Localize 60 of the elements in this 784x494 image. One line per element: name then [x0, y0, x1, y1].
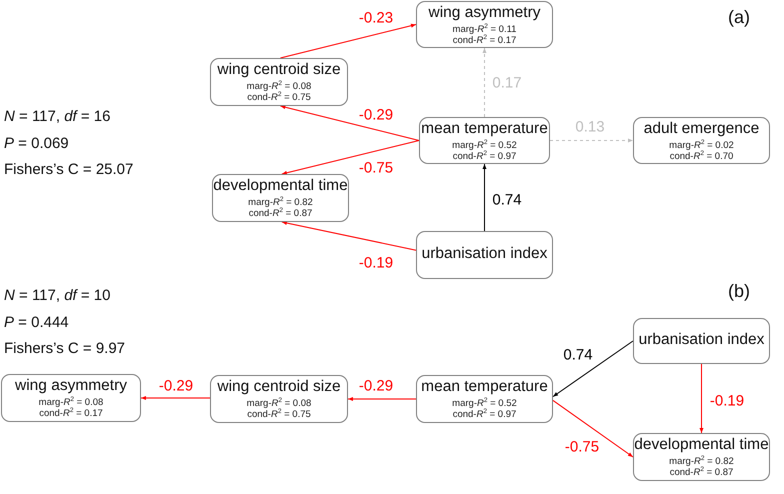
fit-statistic: Fishers’s C = 9.97 — [4, 339, 126, 358]
variable-box — [633, 318, 770, 364]
variable-box — [416, 375, 553, 423]
r-squared-value: cond-R$^{2}$ = 0.17 — [452, 34, 516, 46]
arrow — [552, 340, 634, 398]
variable-box — [416, 1, 553, 48]
variable-box — [633, 117, 770, 164]
panel-label: (a) — [728, 8, 750, 27]
arrow — [552, 400, 634, 458]
r-squared-value: marg-R$^{2}$ = 0.08 — [246, 398, 312, 409]
variable-box — [212, 174, 349, 222]
arrow — [140, 396, 210, 400]
r-squared-value: cond-R$^{2}$ = 0.75 — [247, 409, 311, 420]
variable-name: urbanisation index — [422, 245, 548, 263]
fit-statistic: P = 0.444 — [4, 313, 69, 332]
arrow — [280, 105, 420, 141]
fit-statistic: N = 117, df = 10 — [4, 286, 110, 305]
r-squared-value: marg-R$^{2}$ = 0.82 — [669, 456, 734, 467]
fit-statistic: Fishers’s C = 25.07 — [4, 160, 134, 179]
r-squared-value: cond-R$^{2}$ = 0.87 — [248, 208, 312, 219]
variable-name: developmental time — [634, 436, 769, 454]
arrow — [281, 221, 416, 251]
arrow — [280, 24, 416, 58]
r-squared-value: cond-R$^{2}$ = 0.70 — [670, 150, 734, 162]
r-squared-value: cond-R$^{2}$ = 0.75 — [247, 92, 311, 103]
variable-name: wing centroid size — [217, 378, 341, 396]
r-squared-value: marg-R$^{2}$ = 0.02 — [669, 140, 734, 150]
arrow — [482, 164, 486, 232]
r-squared-value: marg-R$^{2}$ = 0.08 — [246, 81, 312, 92]
variable-box — [419, 117, 550, 164]
arrow — [348, 397, 416, 401]
arrow — [482, 48, 486, 118]
r-squared-value: cond-R$^{2}$ = 0.17 — [39, 408, 103, 419]
variable-name: wing asymmetry — [428, 4, 540, 22]
arrow — [700, 364, 704, 434]
r-squared-value: marg-R$^{2}$ = 0.82 — [248, 197, 313, 208]
variable-name: developmental time — [213, 177, 348, 195]
arrow — [281, 140, 420, 175]
variable-box — [1, 374, 141, 422]
r-squared-value: marg-R$^{2}$ = 0.52 — [452, 140, 517, 150]
r-squared-value: marg-R$^{2}$ = 0.11 — [452, 24, 516, 34]
panel-label: (b) — [728, 282, 750, 301]
variable-box — [210, 375, 348, 423]
r-squared-value: cond-R$^{2}$ = 0.97 — [452, 150, 516, 162]
variable-name: adult emergence — [644, 120, 760, 138]
variable-box — [633, 433, 770, 481]
r-squared-value: cond-R$^{2}$ = 0.87 — [670, 467, 734, 478]
r-squared-value: marg-R$^{2}$ = 0.52 — [452, 398, 517, 409]
variable-name: wing centroid size — [217, 61, 341, 79]
variable-name: mean temperature — [421, 120, 548, 138]
variable-box — [416, 231, 553, 279]
variable-name: wing asymmetry — [15, 377, 127, 395]
r-squared-value: marg-R$^{2}$ = 0.08 — [38, 397, 104, 408]
variable-box — [210, 58, 348, 106]
r-squared-value: cond-R$^{2}$ = 0.97 — [452, 409, 516, 420]
fit-statistic: N = 117, df = 16 — [4, 107, 110, 126]
arrow — [550, 138, 634, 142]
fit-statistic: P = 0.069 — [4, 134, 69, 153]
variable-name: urbanisation index — [638, 331, 764, 349]
variable-name: mean temperature — [421, 378, 548, 396]
